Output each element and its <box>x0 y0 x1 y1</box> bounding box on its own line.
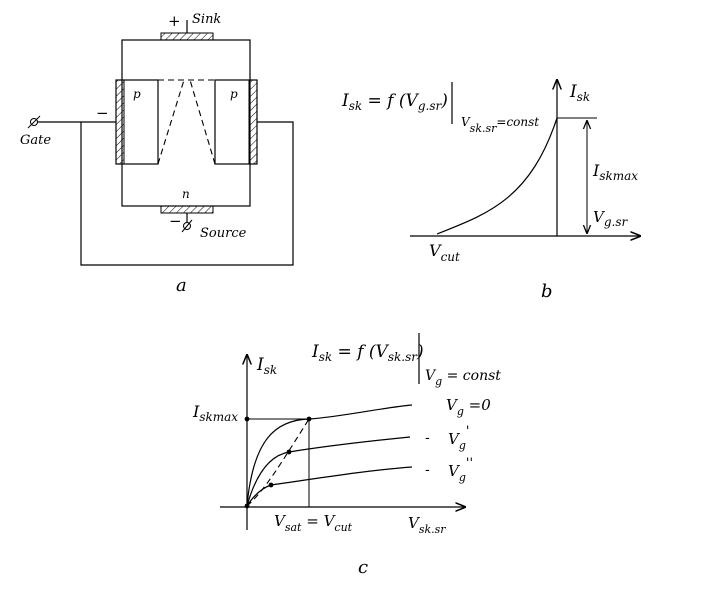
caption-b: b <box>541 281 553 302</box>
sink-label: Sink <box>192 12 221 27</box>
curve-vgp-dash: - <box>425 430 430 446</box>
gate-sign: − <box>96 104 109 122</box>
formula-b: Isk = f (Vg.sr) <box>341 91 448 113</box>
saturation-boundary <box>246 418 310 507</box>
x-axis-c-label: Vsk.sr <box>408 514 446 536</box>
y-axis-b-label: Isk <box>569 82 590 104</box>
sink-sign: + <box>168 12 181 30</box>
vsat-label: Vsat = Vcut <box>274 512 353 534</box>
source-sign: − <box>169 212 182 230</box>
n-channel-body <box>121 39 251 207</box>
figure-b: Isk = f (Vg.sr) Vsk.sr=const Isk Iskmax … <box>341 80 640 302</box>
depletion-boundary-left <box>157 79 185 165</box>
gate-label: Gate <box>20 133 51 148</box>
imax-b-label: Iskmax <box>592 161 638 183</box>
p-left-label: p <box>133 87 141 101</box>
point-vgpp-sat <box>268 482 274 488</box>
point-imax-axis <box>244 416 250 422</box>
curve-vgp-label: Vg' <box>448 424 469 452</box>
formula-b-condition: Vsk.sr=const <box>461 115 539 135</box>
formula-c-condition: Vg = const <box>425 368 501 388</box>
output-curve-vg-double-prime <box>246 466 413 507</box>
output-curve-vg-prime <box>246 436 411 507</box>
source-terminal-slash <box>181 219 193 233</box>
caption-c: c <box>358 557 368 578</box>
vgsr-label: Vg.sr <box>593 208 628 229</box>
y-axis-c-label: Isk <box>256 355 277 377</box>
curve-vgpp-dash: - <box>425 462 430 478</box>
source-label: Source <box>200 226 247 241</box>
caption-a: a <box>176 275 187 296</box>
gate-contact-left <box>115 79 125 165</box>
curve-vgpp-label: Vg'' <box>448 456 473 484</box>
curve-vg0-label: Vg =0 <box>446 396 491 418</box>
formula-c: Isk = f (Vsk.sr) <box>311 342 424 364</box>
gate-loop-wire <box>80 121 294 266</box>
output-curve-vg0 <box>246 404 413 507</box>
n-label: n <box>182 187 190 201</box>
point-origin <box>244 503 250 509</box>
gate-terminal-slash <box>27 115 41 129</box>
p-right-label: p <box>230 87 238 101</box>
imax-c-label: Iskmax <box>192 402 238 424</box>
vcut-label: Vcut <box>429 241 460 264</box>
figure-a: + Sink − Gate p p n − Source a <box>20 12 294 296</box>
gate-contact-right <box>248 79 258 165</box>
point-vgp-sat <box>286 449 292 455</box>
depletion-boundary-right <box>189 79 216 165</box>
sink-contact <box>160 32 214 41</box>
point-vg0-sat <box>306 416 312 422</box>
transfer-curve <box>436 117 558 235</box>
figure-c: Isk = f (Vsk.sr) Vg = const Isk Iskmax V… <box>192 333 501 578</box>
